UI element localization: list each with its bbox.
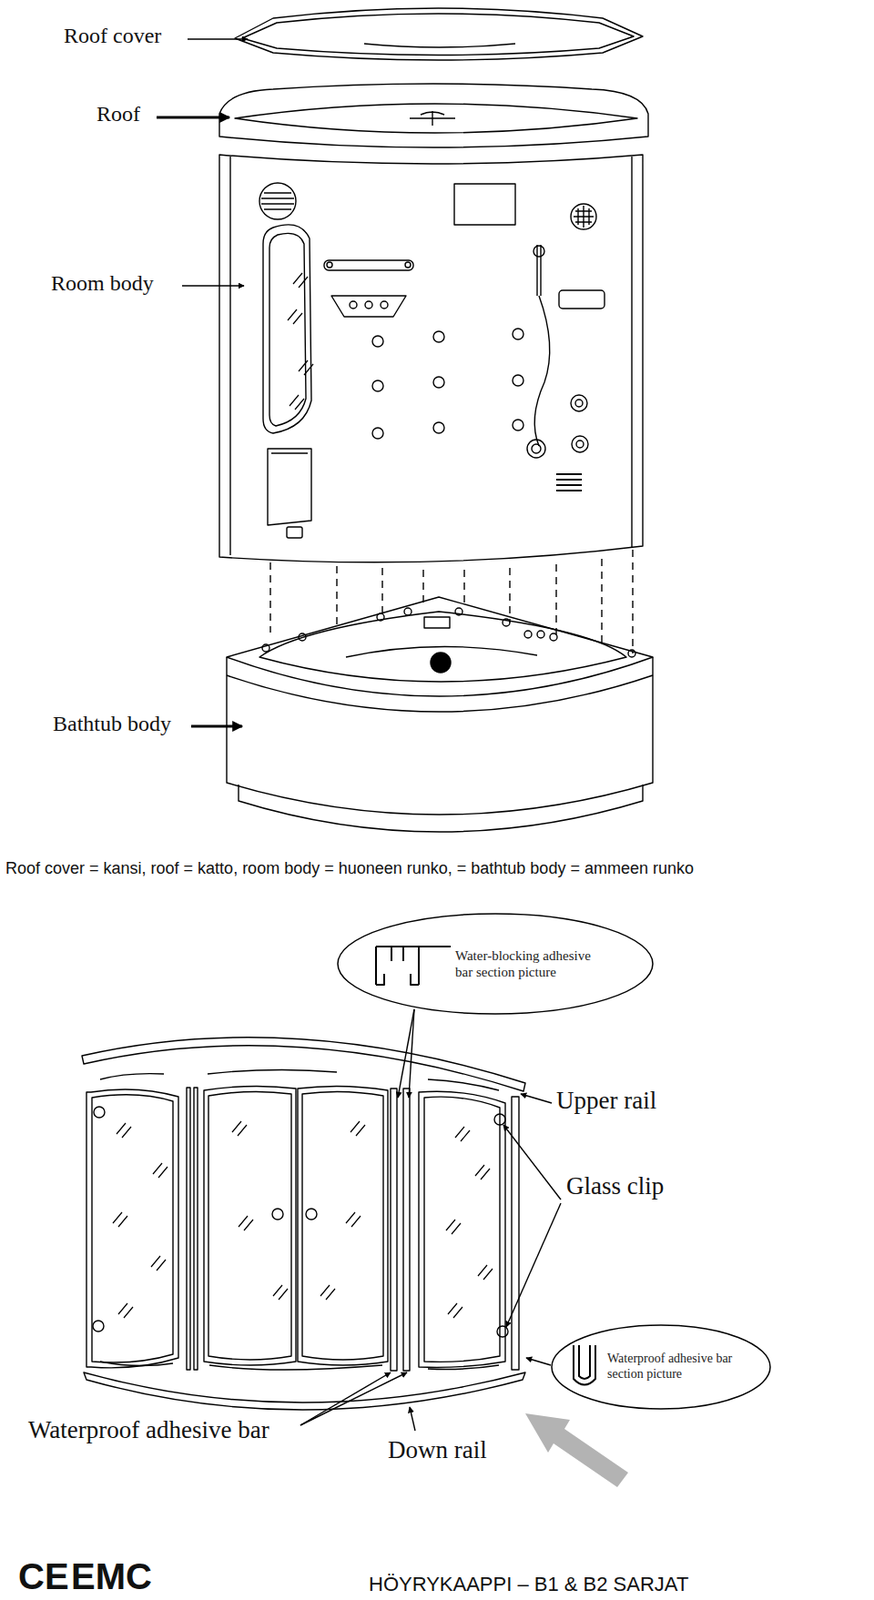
glass-hatch xyxy=(298,360,314,376)
roof xyxy=(219,83,649,148)
glass-hatch xyxy=(112,1212,128,1228)
part-label: Room body xyxy=(50,271,154,297)
glass-hatch xyxy=(475,1165,490,1180)
part-label: Waterproof adhesive bar xyxy=(28,1416,270,1445)
part-label: Roof cover xyxy=(63,23,162,50)
glass-hatch xyxy=(289,395,305,410)
room-body xyxy=(219,154,643,563)
callout-text: Waterproof adhesive bar section picture xyxy=(607,1351,753,1383)
part-label: Down rail xyxy=(387,1436,488,1465)
part-label: Glass clip xyxy=(566,1172,664,1201)
view-arrow xyxy=(525,1413,629,1488)
glass-hatch xyxy=(350,1121,366,1137)
bathtub-body xyxy=(226,597,653,697)
glass-hatch xyxy=(447,1303,463,1319)
emc-mark: EMC xyxy=(71,1558,153,1596)
glass-hatch xyxy=(273,1285,288,1301)
section-callout: Water-blocking adhesive bar section pict… xyxy=(336,913,654,1016)
footer-title: HÖYRYKAAPPI – B1 & B2 SARJAT xyxy=(368,1575,689,1596)
glass-hatch xyxy=(477,1265,493,1281)
glass-hatch xyxy=(345,1212,361,1228)
callout-outline xyxy=(337,914,653,1015)
glass-hatch xyxy=(151,1256,166,1271)
glass-hatch xyxy=(238,1216,254,1231)
callout-outline xyxy=(551,1325,771,1410)
ce-mark: CE xyxy=(18,1558,70,1596)
glass-hatch xyxy=(118,1303,133,1319)
glass-hatch xyxy=(116,1123,132,1139)
callout-ellipse xyxy=(336,913,654,1016)
glass-hatch xyxy=(455,1127,470,1142)
part-label: Roof xyxy=(96,101,141,128)
glass-hatch xyxy=(152,1163,168,1179)
glass-hatch xyxy=(287,309,303,325)
roof-cover xyxy=(234,8,643,61)
part-label: Bathtub body xyxy=(52,711,172,738)
glass-hatch xyxy=(232,1121,247,1137)
part-label: Upper rail xyxy=(556,1087,657,1116)
glass-hatch xyxy=(446,1219,461,1235)
glass-hatch xyxy=(293,273,308,288)
translation-note: Roof cover = kansi, roof = katto, room b… xyxy=(5,859,694,879)
glass-hatch xyxy=(320,1285,336,1301)
section-callout: Waterproof adhesive bar section picture xyxy=(550,1324,772,1411)
callout-text: Water-blocking adhesive bar section pict… xyxy=(455,947,606,981)
